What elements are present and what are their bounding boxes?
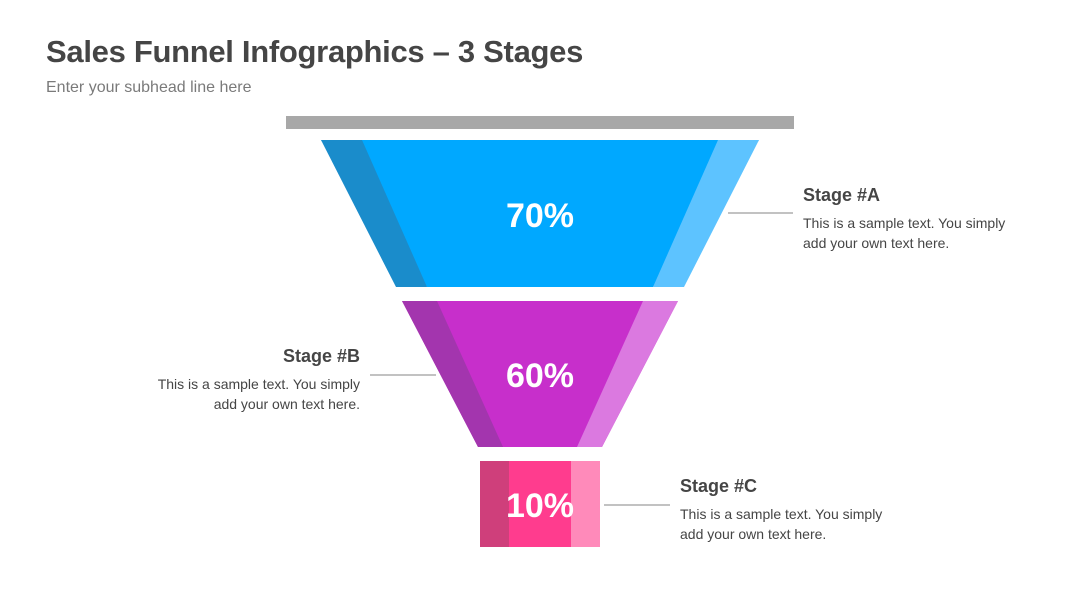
funnel-top-bar xyxy=(286,116,794,129)
funnel-stage-a: 70% xyxy=(321,140,759,287)
stage-c-dark-edge xyxy=(480,461,509,547)
stage-a-main-face xyxy=(321,140,759,287)
stage-b-dark-edge xyxy=(402,301,503,447)
stage-b-light-edge xyxy=(577,301,678,447)
stage-c-label: Stage #C This is a sample text. You simp… xyxy=(680,476,890,544)
funnel-stage-c: 10% xyxy=(480,461,600,547)
stage-a-description: This is a sample text. You simply add yo… xyxy=(803,215,1006,251)
stage-c-name: Stage #C xyxy=(680,476,758,496)
stage-a-name: Stage #A xyxy=(803,185,881,205)
stage-a-light-edge xyxy=(653,140,759,287)
stage-a-dark-edge xyxy=(321,140,427,287)
stage-a-label: Stage #A This is a sample text. You simp… xyxy=(803,185,1013,253)
funnel-stage-b: 60% xyxy=(402,301,678,447)
page-title: Sales Funnel Infographics – 3 Stages xyxy=(46,34,584,69)
stage-c-percent: 10% xyxy=(506,487,574,525)
stage-c-description: This is a sample text. You simply add yo… xyxy=(680,506,883,542)
stage-b-label: Stage #B This is a sample text. You simp… xyxy=(130,346,360,414)
stage-b-name: Stage #B xyxy=(282,346,360,366)
stage-c-main-face xyxy=(509,461,571,547)
stage-b-description: This is a sample text. You simply add yo… xyxy=(157,376,360,412)
stage-a-percent: 70% xyxy=(506,197,574,235)
stage-c-light-edge xyxy=(571,461,600,547)
page-subtitle: Enter your subhead line here xyxy=(46,79,252,96)
stage-b-percent: 60% xyxy=(506,357,574,395)
